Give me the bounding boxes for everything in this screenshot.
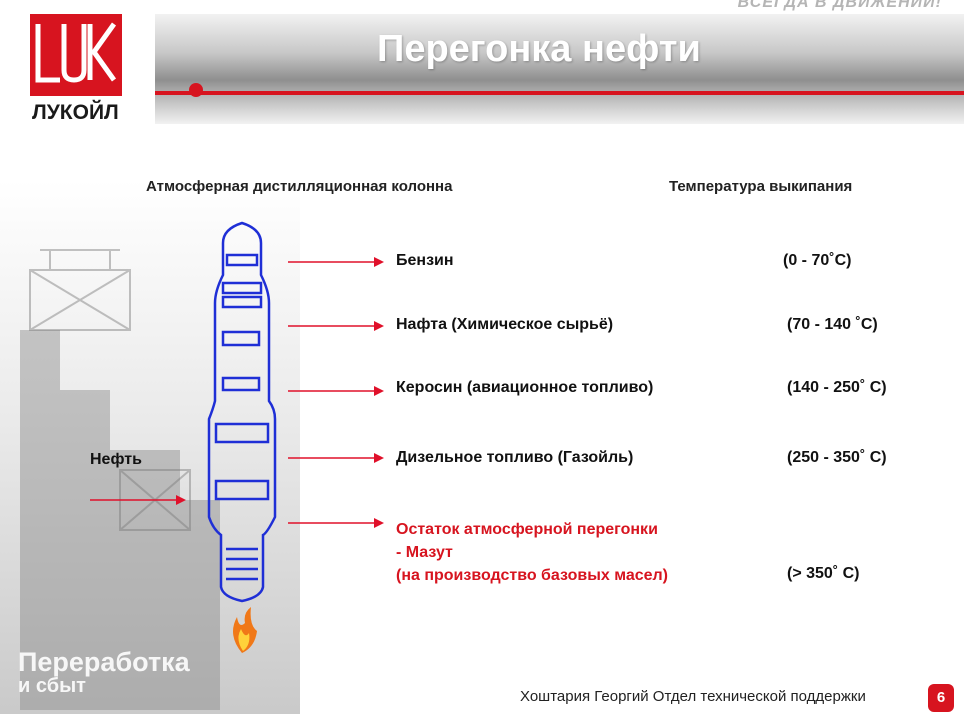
fraction-temperature: (70 - 140 ˚С) [787,316,878,333]
tray-5 [221,376,261,392]
arrow-kerosin [288,386,384,396]
column-heading: Атмосферная дистилляционная колонна [146,178,453,195]
arrow-oil-feed [90,495,186,505]
residue-line-3: (на производство базовых масел) [396,567,669,584]
header-bar [155,14,964,124]
arrow-diesel [288,453,384,463]
fraction-name: Дизельное топливо (Газойль) [396,449,634,466]
arrow-benzin [288,257,384,267]
tray-1 [225,253,259,267]
tray-2 [221,281,263,295]
lukoil-logo-mark-icon [35,22,117,83]
fraction-temperature: (0 - 70˚С) [783,252,852,269]
slogan-text: ВСЕГДА В ДВИЖЕНИИ! [737,0,942,11]
tray-3 [221,295,263,309]
page-title: Перегонка нефти [377,28,701,70]
footer-brand: Переработка и сбыт [18,647,190,698]
residue-fraction-name: Остаток атмосферной перегонки - Мазут (н… [396,518,668,587]
footer-brand-line2: и сбыт [18,675,86,697]
fraction-name: Нафта (Химическое сырьё) [396,316,614,333]
lukoil-logo [30,14,122,96]
fraction-name: Керосин (авиационное топливо) [396,379,654,396]
arrow-nafta [288,321,384,331]
footer-brand-line1: Переработка [18,647,190,677]
distillation-column-diagram [207,221,277,653]
residue-line-2: - Мазут [396,544,453,561]
oil-feed-label: Нефть [90,451,142,468]
tray-6 [214,422,270,444]
fraction-temperature: (140 - 250˚ С) [787,379,887,396]
lukoil-logo-name: ЛУКОЙЛ [32,101,119,124]
header-red-dot [189,83,203,97]
residue-line-1: Остаток атмосферной перегонки [396,521,658,538]
footer-author: Хоштария Георгий Отдел технической подде… [520,688,866,705]
temperature-heading: Температура выкипания [669,178,853,195]
refinery-silhouette-image [20,249,220,710]
fraction-temperature: (> 350˚ С) [787,565,860,582]
fraction-name: Бензин [396,252,454,269]
arrow-residue [288,518,384,528]
flame-icon [233,607,257,653]
column-outline [207,221,277,603]
fraction-temperature: (250 - 350˚ С) [787,449,887,466]
tray-7 [214,479,270,501]
header-red-line [155,91,964,95]
page-number-badge: 6 [928,684,954,712]
tray-4 [221,330,261,347]
